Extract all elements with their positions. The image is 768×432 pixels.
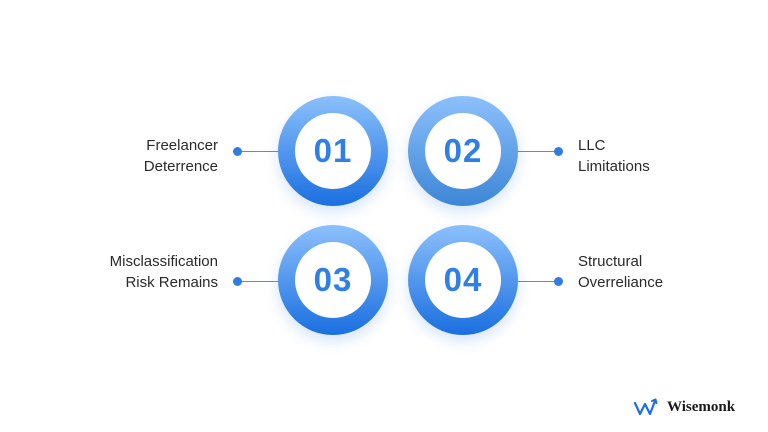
step-number: 03 bbox=[313, 261, 353, 298]
connector-dot-1 bbox=[233, 147, 242, 156]
step-number: 04 bbox=[443, 261, 483, 298]
connector-line-3 bbox=[238, 281, 282, 282]
label-line: LLC bbox=[578, 137, 606, 154]
connector-line-2 bbox=[514, 151, 558, 152]
label-line: Limitations bbox=[578, 158, 650, 175]
label-line: Structural bbox=[578, 253, 643, 270]
connector-dot-2 bbox=[554, 147, 563, 156]
label-line: Deterrence bbox=[143, 158, 218, 175]
brand-logo: Wisemonk bbox=[634, 397, 735, 417]
connector-dot-4 bbox=[554, 277, 563, 286]
number-circle-04: 04 bbox=[408, 225, 518, 335]
label-misclassification-risk: Misclassification Risk Remains bbox=[48, 251, 218, 293]
connector-line-1 bbox=[238, 151, 282, 152]
label-line: Misclassification bbox=[109, 253, 218, 270]
number-circle-inner: 02 bbox=[425, 113, 501, 189]
number-circle-01: 01 bbox=[278, 96, 388, 206]
label-line: Risk Remains bbox=[125, 274, 218, 291]
label-structural-overreliance: Structural Overreliance bbox=[578, 251, 748, 293]
label-llc-limitations: LLC Limitations bbox=[578, 135, 748, 177]
number-circle-02: 02 bbox=[408, 96, 518, 206]
brand-name: Wisemonk bbox=[667, 398, 736, 415]
wisemonk-logo-icon bbox=[634, 398, 658, 416]
label-line: Freelancer bbox=[146, 137, 218, 154]
number-circle-inner: 01 bbox=[295, 113, 371, 189]
connector-line-4 bbox=[514, 281, 558, 282]
number-circle-inner: 04 bbox=[425, 242, 501, 318]
connector-dot-3 bbox=[233, 277, 242, 286]
number-circle-03: 03 bbox=[278, 225, 388, 335]
label-freelancer-deterrence: Freelancer Deterrence bbox=[48, 135, 218, 177]
step-number: 01 bbox=[313, 132, 353, 169]
step-number: 02 bbox=[443, 132, 483, 169]
label-line: Overreliance bbox=[578, 274, 664, 291]
number-circle-inner: 03 bbox=[295, 242, 371, 318]
